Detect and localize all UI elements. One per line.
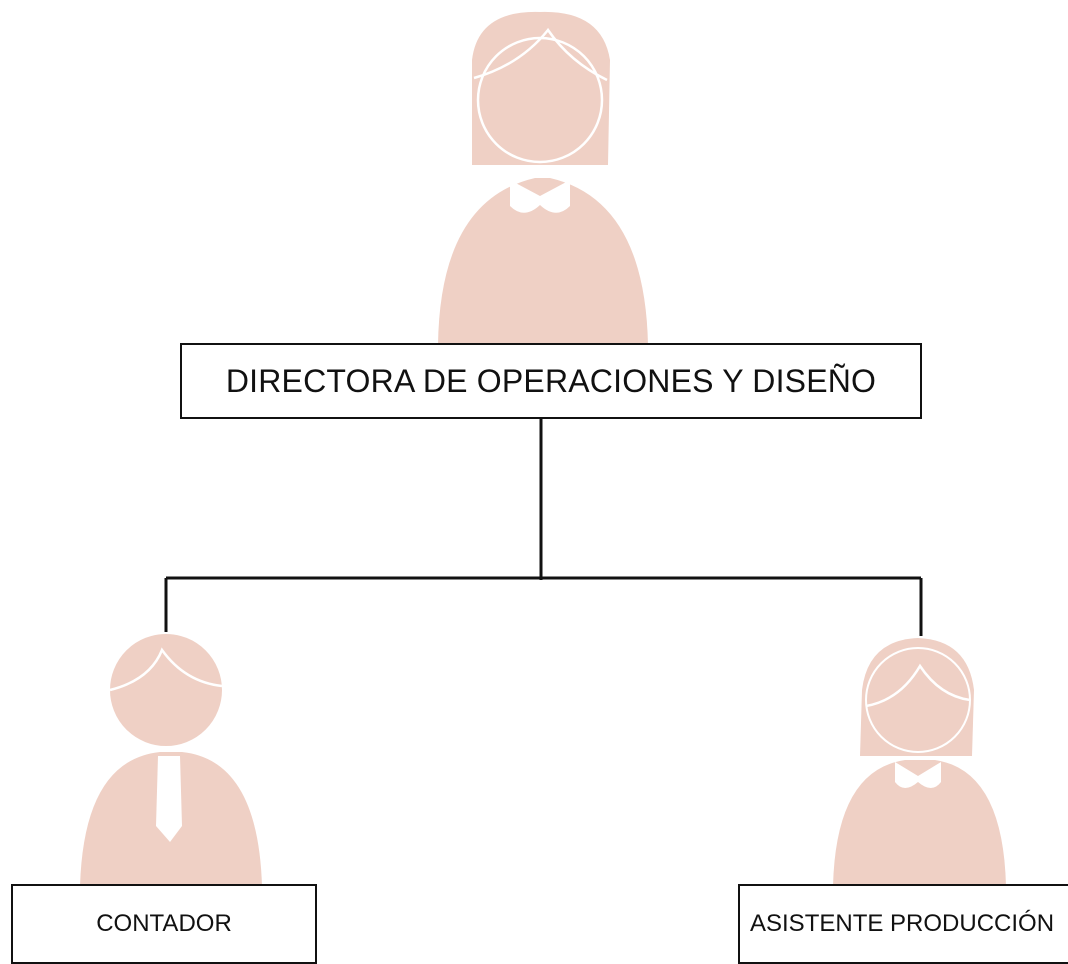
director-title: DIRECTORA DE OPERACIONES Y DISEÑO	[225, 362, 877, 399]
connector-lines	[164, 419, 923, 636]
accountant-title-box: CONTADOR	[11, 884, 317, 964]
woman-avatar-icon	[833, 638, 1006, 886]
man-avatar-icon	[80, 632, 262, 886]
accountant-title: CONTADOR	[96, 910, 232, 937]
woman-avatar-icon	[438, 11, 648, 345]
production-assistant-title-box: ASISTENTE PRODUCCIÓN	[738, 884, 1068, 964]
production-assistant-title: ASISTENTE PRODUCCIÓN	[750, 910, 1055, 937]
director-title-box: DIRECTORA DE OPERACIONES Y DISEÑO	[180, 343, 922, 419]
